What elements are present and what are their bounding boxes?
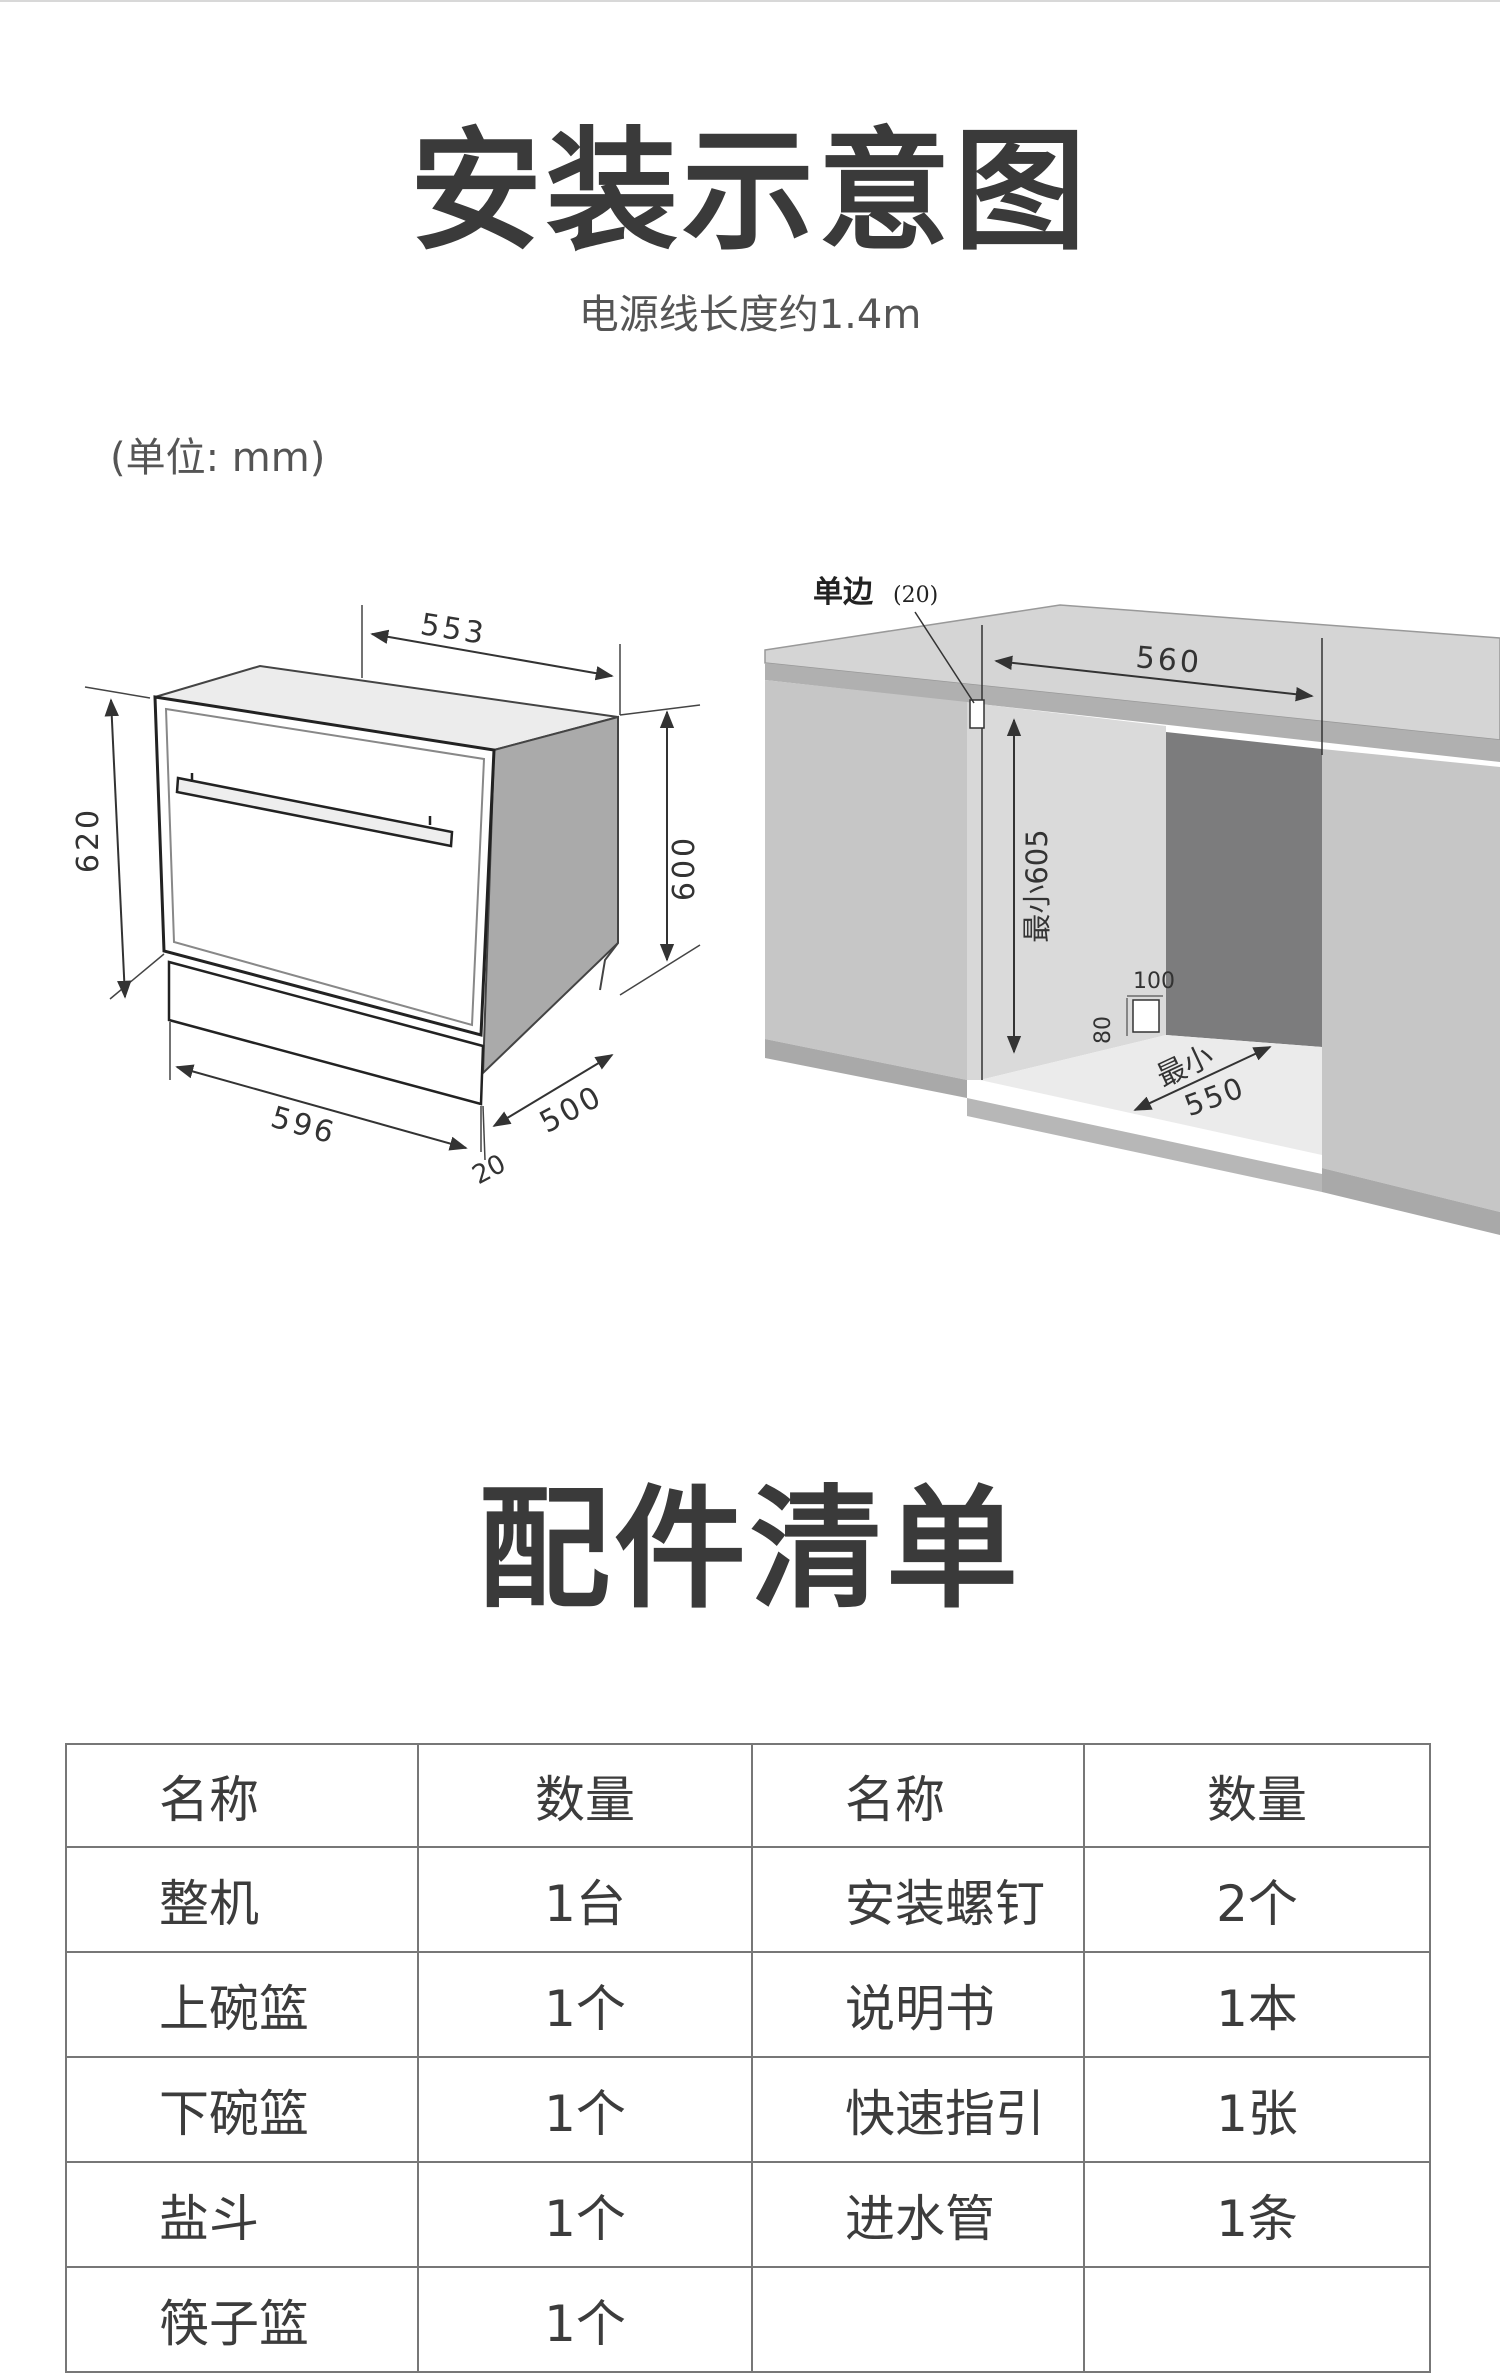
dishwasher-drawing: 553 620 600 596 500 20: [71, 605, 702, 1191]
dim-20-label: 20: [468, 1149, 511, 1191]
table-header-row: 名称 数量 名称 数量: [65, 1743, 1431, 1848]
part-quantity: 2个: [1083, 1846, 1431, 1953]
install-diagram-title: 安装示意图: [410, 115, 1090, 269]
part-name: 下碗篮: [65, 2056, 419, 2163]
part-quantity: 1台: [417, 1846, 753, 1953]
dim-600-label: 600: [667, 835, 702, 901]
right-cabinet: [1322, 749, 1500, 1212]
installation-diagram: 553 620 600 596 500 20: [71, 575, 1500, 1235]
dim-553-label: 553: [418, 607, 489, 652]
socket-100-label: 100: [1133, 969, 1175, 994]
table-row: 上碗篮 1个 说明书 1本: [65, 1951, 1431, 2058]
dim-620-label: 620: [71, 807, 106, 873]
part-name: 上碗篮: [65, 1951, 419, 2058]
part-name: 整机: [65, 1846, 419, 1953]
part-quantity: 1个: [417, 2161, 753, 2268]
part-name: 进水管: [751, 2161, 1085, 2268]
part-name: 安装螺钉: [751, 1846, 1085, 1953]
socket-outline: [1126, 995, 1163, 1036]
dim-500-label: 500: [534, 1079, 609, 1141]
part-name: 快速指引: [751, 2056, 1085, 2163]
part-name: [751, 2266, 1085, 2373]
side-gap-label: 单边: [813, 575, 874, 610]
part-quantity: 1个: [417, 2056, 753, 2163]
parts-list-title: 配件清单: [478, 1473, 1022, 1627]
part-quantity: 1本: [1083, 1951, 1431, 2058]
header-name-1: 名称: [65, 1743, 419, 1848]
part-quantity: 1条: [1083, 2161, 1431, 2268]
table-row: 下碗篮 1个 快速指引 1张: [65, 2056, 1431, 2163]
part-name: 筷子篮: [65, 2266, 419, 2373]
socket-80-label: 80: [1091, 1016, 1116, 1044]
left-cabinet: [765, 680, 967, 1080]
niche-inner-wall: [980, 704, 1166, 1080]
part-quantity: 1个: [417, 1951, 753, 2058]
unit-label: (单位: mm): [110, 435, 326, 481]
header-name-2: 名称: [751, 1743, 1085, 1848]
dim-560-label: 560: [1134, 640, 1203, 681]
side-gap-value: (20): [893, 583, 938, 608]
part-quantity: 1个: [417, 2266, 753, 2373]
header-quantity-2: 数量: [1083, 1743, 1431, 1848]
table-row: 整机 1台 安装螺钉 2个: [65, 1846, 1431, 1953]
top-divider: [0, 0, 1500, 2]
table-row: 盐斗 1个 进水管 1条: [65, 2161, 1431, 2268]
table-row: 筷子篮 1个: [65, 2266, 1431, 2373]
parts-list-table: 名称 数量 名称 数量 整机 1台 安装螺钉 2个 上碗篮 1个 说明书 1本 …: [65, 1743, 1431, 2373]
part-quantity: 1张: [1083, 2056, 1431, 2163]
niche-back-wall: [1166, 732, 1322, 1047]
dishwasher-side-face: [481, 715, 619, 1076]
dishwasher-door: [153, 695, 496, 1037]
min-605-label: 最小605: [1020, 829, 1054, 942]
door-handle: [175, 776, 454, 848]
part-quantity: [1083, 2266, 1431, 2373]
dim-596-label: 596: [267, 1100, 340, 1152]
power-cord-length-note: 电源线长度约1.4m: [578, 292, 922, 338]
header-quantity-1: 数量: [417, 1743, 753, 1848]
cabinet-drawing: 单边 (20) 560 最小605 100 80 最小 550: [764, 575, 1500, 1235]
part-name: 说明书: [751, 1951, 1085, 2058]
part-name: 盐斗: [65, 2161, 419, 2268]
